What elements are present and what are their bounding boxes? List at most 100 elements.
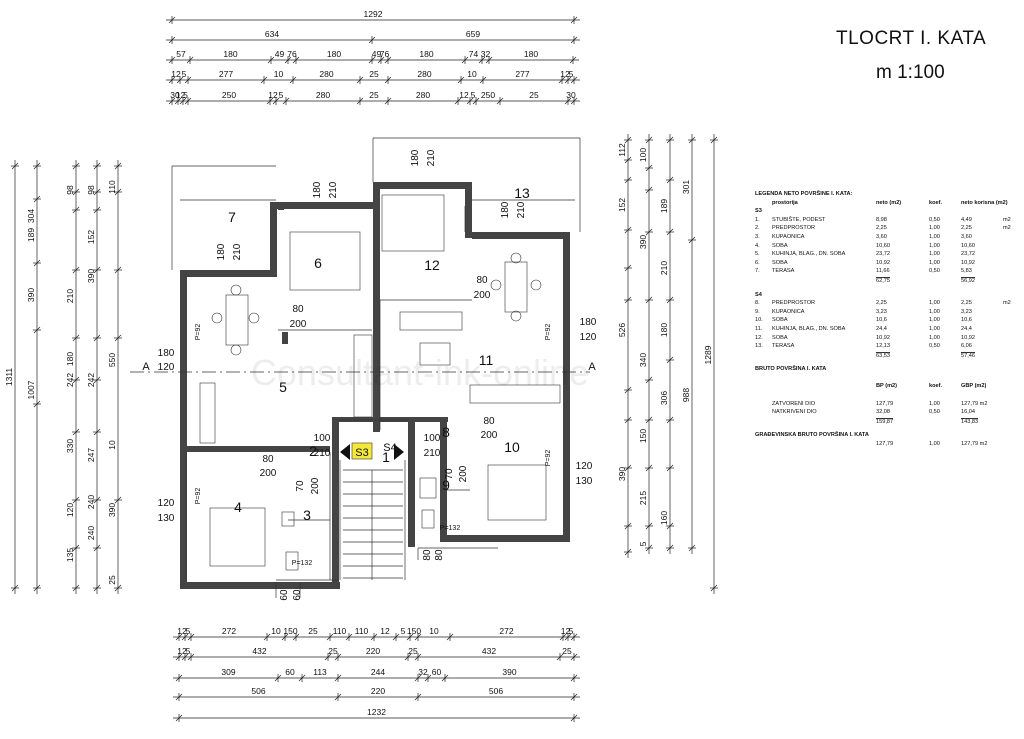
dimension-label: 12: [177, 626, 187, 636]
stair-badge-s3: [351, 442, 373, 460]
legend-bruto-total-bp: 159,87: [876, 417, 894, 425]
dimension-label: 5: [182, 69, 187, 79]
dimension-label: 12: [459, 90, 469, 100]
legend-cell: 24,4: [961, 325, 972, 332]
door-window-label: 210: [516, 201, 527, 218]
legend-cell: m2: [1003, 216, 1011, 223]
dimension-label: 32: [481, 49, 491, 59]
dimension-label: 1289: [703, 345, 713, 364]
dimension-label: 5: [569, 626, 574, 636]
legend-cell: 3,60: [876, 233, 887, 240]
door-window-label: P=92: [545, 324, 552, 341]
chair: [510, 310, 522, 322]
legend-col-room: prostorija: [772, 199, 798, 206]
room-number: 2: [309, 443, 317, 459]
dimension-label: 280: [319, 69, 333, 79]
wall: [282, 332, 288, 344]
wall: [180, 270, 187, 588]
dimension-label: 5: [569, 69, 574, 79]
legend-cell: 0,50: [929, 216, 940, 223]
wall: [440, 420, 447, 542]
dimension-label: 306: [659, 391, 669, 405]
door-window-label: 210: [426, 149, 437, 166]
wall: [270, 202, 277, 277]
wall: [338, 417, 448, 422]
door-window-label: 210: [232, 243, 243, 260]
door-window-label: 200: [290, 319, 307, 330]
door-window-label: 70: [444, 468, 455, 480]
dimension-label: 242: [86, 373, 96, 387]
room-number: 10: [504, 439, 520, 455]
door-window-label: 180: [312, 181, 323, 198]
legend-cell: 1,00: [929, 334, 940, 341]
dimension-label: 659: [466, 29, 480, 39]
legend-cell: 127,79 m2: [961, 400, 988, 407]
dimension-label: 5: [638, 541, 648, 546]
dimension-label: 242: [65, 373, 75, 387]
dimension-label: 220: [371, 686, 385, 696]
dimension-label: 340: [638, 353, 648, 367]
door-window-label: 210: [314, 448, 331, 459]
dimension-label: 98: [86, 185, 96, 195]
dimension-label: 304: [26, 209, 36, 223]
dimension-label: 390: [107, 503, 117, 517]
dimension-label: 432: [482, 646, 496, 656]
dimension-label: 30: [566, 90, 576, 100]
legend-cell: 1,00: [929, 259, 940, 266]
legend-cell: 23,72: [876, 251, 890, 258]
legend-cell: 127,79: [876, 400, 894, 407]
door-window-label: 80: [476, 275, 488, 286]
dimension-label: 10: [107, 440, 117, 450]
dimension-label: 506: [251, 686, 265, 696]
stair-arrow-right: [394, 444, 404, 460]
legend-cell: KUHINJA, BLAG., DN. SOBA: [772, 325, 846, 332]
dimension-label: 309: [221, 667, 235, 677]
legend-cell: 2,25: [961, 300, 972, 307]
dimension-label: 390: [502, 667, 516, 677]
legend-cell: KUPAONICA: [772, 233, 805, 240]
legend-s3-total-use: 56,92: [961, 276, 975, 284]
dimension-label: 76: [287, 49, 297, 59]
door-window-label: 120: [158, 498, 175, 509]
dimension-label: 160: [659, 511, 669, 525]
wall: [332, 417, 339, 587]
legend-cell: 12.: [755, 334, 763, 341]
wall: [278, 202, 284, 210]
dimension-label: 272: [499, 626, 513, 636]
legend-cell: 8,98: [876, 216, 887, 223]
dimension-label: 1311: [4, 368, 14, 387]
dimension-label: 301: [681, 180, 691, 194]
dimension-label: 49: [372, 49, 382, 59]
furniture: [419, 342, 451, 366]
legend-heading: LEGENDA NETO POVRŠINE I. KATA:: [755, 191, 853, 197]
legend-s4-total-net: 63,53: [876, 351, 890, 359]
door-window-label: 60: [292, 589, 303, 601]
legend-cell: 10,60: [876, 242, 890, 249]
legend-cell: 0,50: [929, 409, 940, 416]
dimension-label: 189: [26, 228, 36, 242]
door-window-label: 180: [500, 201, 511, 218]
legend-cell: 3,60: [961, 233, 972, 240]
legend-cell: 4,49: [961, 216, 972, 223]
legend-cell: 5,83: [961, 268, 972, 275]
legend-cell: 1,00: [929, 242, 940, 249]
legend-gbp-heading: GRAĐEVINSKA BRUTO POVRŠINA I. KATA: [755, 432, 869, 439]
furniture: [353, 334, 373, 418]
dimension-label: 250: [222, 90, 236, 100]
door-window-label: 200: [458, 465, 469, 482]
dimension-label: 390: [86, 269, 96, 283]
chair: [230, 344, 242, 356]
dimension-label: 272: [222, 626, 236, 636]
room-number: 4: [234, 499, 242, 515]
dimension-label: 250: [481, 90, 495, 100]
door-window-label: 200: [260, 468, 277, 479]
dimension-label: 98: [65, 185, 75, 195]
dimension-label: 280: [416, 90, 430, 100]
furniture: [285, 551, 299, 571]
